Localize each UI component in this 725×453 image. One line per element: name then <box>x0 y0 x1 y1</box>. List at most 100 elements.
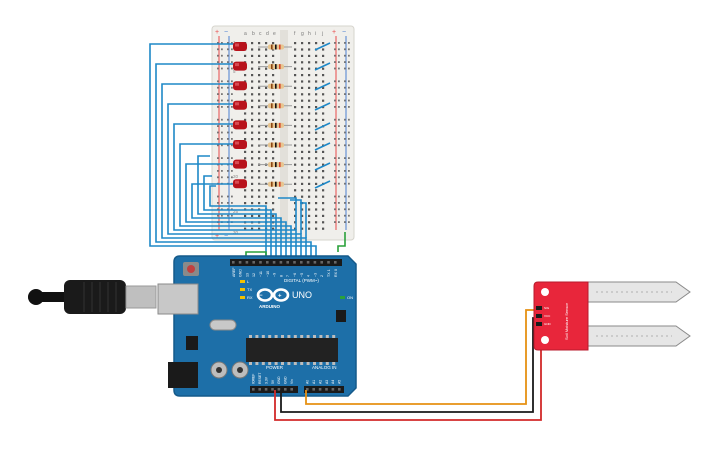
breadboard-hole[interactable] <box>322 150 325 153</box>
rail-hole[interactable] <box>334 99 336 102</box>
digital-pin[interactable] <box>300 261 303 264</box>
power-pin[interactable] <box>290 388 293 391</box>
breadboard-hole[interactable] <box>315 208 318 211</box>
led[interactable] <box>233 179 247 189</box>
breadboard-hole[interactable] <box>294 208 297 211</box>
breadboard-hole[interactable] <box>322 189 325 192</box>
breadboard-hole[interactable] <box>301 118 304 121</box>
rail-hole[interactable] <box>348 163 350 166</box>
rail-hole[interactable] <box>217 48 219 51</box>
rail-hole[interactable] <box>231 93 233 95</box>
rail-hole[interactable] <box>338 86 340 89</box>
rail-hole[interactable] <box>221 86 223 89</box>
rail-hole[interactable] <box>221 195 223 198</box>
rail-hole[interactable] <box>221 67 223 70</box>
rail-hole[interactable] <box>338 118 340 121</box>
breadboard-hole[interactable] <box>315 118 318 121</box>
breadboard-hole[interactable] <box>301 221 304 224</box>
rail-hole[interactable] <box>227 118 229 121</box>
rail-hole[interactable] <box>338 202 340 204</box>
breadboard-hole[interactable] <box>272 74 275 77</box>
breadboard-hole[interactable] <box>315 54 318 57</box>
rail-hole[interactable] <box>217 176 219 179</box>
rail-hole[interactable] <box>344 125 346 127</box>
rail-hole[interactable] <box>334 131 336 134</box>
breadboard-hole[interactable] <box>272 42 275 45</box>
breadboard-hole[interactable] <box>301 131 304 134</box>
analog-pin[interactable] <box>331 388 335 391</box>
rail-hole[interactable] <box>348 93 350 95</box>
rail-hole[interactable] <box>221 48 223 51</box>
breadboard-hole[interactable] <box>294 131 297 134</box>
breadboard-hole[interactable] <box>308 170 311 173</box>
breadboard-hole[interactable] <box>308 195 311 198</box>
rail-hole[interactable] <box>348 202 350 204</box>
breadboard-hole[interactable] <box>294 112 297 115</box>
rail-hole[interactable] <box>221 118 223 121</box>
rail-hole[interactable] <box>348 67 350 70</box>
breadboard-hole[interactable] <box>258 93 261 96</box>
breadboard-hole[interactable] <box>308 202 311 205</box>
rail-hole[interactable] <box>338 163 340 166</box>
breadboard-hole[interactable] <box>301 112 304 115</box>
rail-hole[interactable] <box>334 144 336 147</box>
breadboard-hole[interactable] <box>258 48 261 51</box>
breadboard-hole[interactable] <box>258 54 261 57</box>
breadboard-hole[interactable] <box>251 112 254 115</box>
rail-hole[interactable] <box>338 106 340 108</box>
resistor[interactable] <box>258 142 292 148</box>
breadboard-hole[interactable] <box>308 214 311 217</box>
rail-hole[interactable] <box>231 170 233 172</box>
rail-hole[interactable] <box>348 99 350 102</box>
rail-hole[interactable] <box>217 195 219 198</box>
led[interactable] <box>233 100 247 110</box>
led[interactable] <box>233 120 247 130</box>
breadboard-hole[interactable] <box>258 42 261 45</box>
rail-hole[interactable] <box>338 61 340 63</box>
resistor[interactable] <box>258 64 292 70</box>
rail-hole[interactable] <box>344 93 346 95</box>
breadboard-hole[interactable] <box>272 93 275 96</box>
rail-hole[interactable] <box>348 176 350 179</box>
analog-header[interactable] <box>304 386 344 393</box>
rail-hole[interactable] <box>334 118 336 121</box>
rail-hole[interactable] <box>338 170 340 172</box>
breadboard-hole[interactable] <box>315 99 318 102</box>
breadboard-hole[interactable] <box>251 182 254 185</box>
breadboard-hole[interactable] <box>272 176 275 179</box>
breadboard-hole[interactable] <box>294 157 297 160</box>
rail-hole[interactable] <box>231 157 233 159</box>
breadboard-hole[interactable] <box>322 138 325 141</box>
rail-hole[interactable] <box>334 182 336 185</box>
breadboard-hole[interactable] <box>315 182 318 185</box>
breadboard-hole[interactable] <box>251 74 254 77</box>
rail-hole[interactable] <box>338 93 340 95</box>
breadboard-hole[interactable] <box>308 182 311 185</box>
breadboard-hole[interactable] <box>244 138 247 141</box>
breadboard-hole[interactable] <box>251 144 254 147</box>
rail-hole[interactable] <box>334 221 336 223</box>
rail-hole[interactable] <box>338 125 340 127</box>
rail-hole[interactable] <box>227 170 229 172</box>
breadboard-hole[interactable] <box>265 150 268 153</box>
breadboard-hole[interactable] <box>322 195 325 198</box>
breadboard[interactable]: + − + − + − a b c d e f g h i j 1 5 10 1… <box>211 25 355 241</box>
breadboard-hole[interactable] <box>265 99 268 102</box>
breadboard-hole[interactable] <box>315 214 318 217</box>
breadboard-hole[interactable] <box>308 112 311 115</box>
rail-hole[interactable] <box>227 214 229 217</box>
breadboard-hole[interactable] <box>258 125 261 128</box>
rail-hole[interactable] <box>334 170 336 172</box>
breadboard-hole[interactable] <box>322 157 325 160</box>
breadboard-hole[interactable] <box>244 112 247 115</box>
rail-hole[interactable] <box>338 208 340 211</box>
breadboard-hole[interactable] <box>244 118 247 121</box>
breadboard-hole[interactable] <box>315 80 318 83</box>
breadboard-hole[interactable] <box>322 227 325 230</box>
breadboard-hole[interactable] <box>258 61 261 64</box>
breadboard-hole[interactable] <box>315 112 318 115</box>
rail-hole[interactable] <box>227 202 229 204</box>
breadboard-hole[interactable] <box>301 106 304 109</box>
digital-pin[interactable] <box>306 261 310 264</box>
resistor[interactable] <box>258 122 292 128</box>
